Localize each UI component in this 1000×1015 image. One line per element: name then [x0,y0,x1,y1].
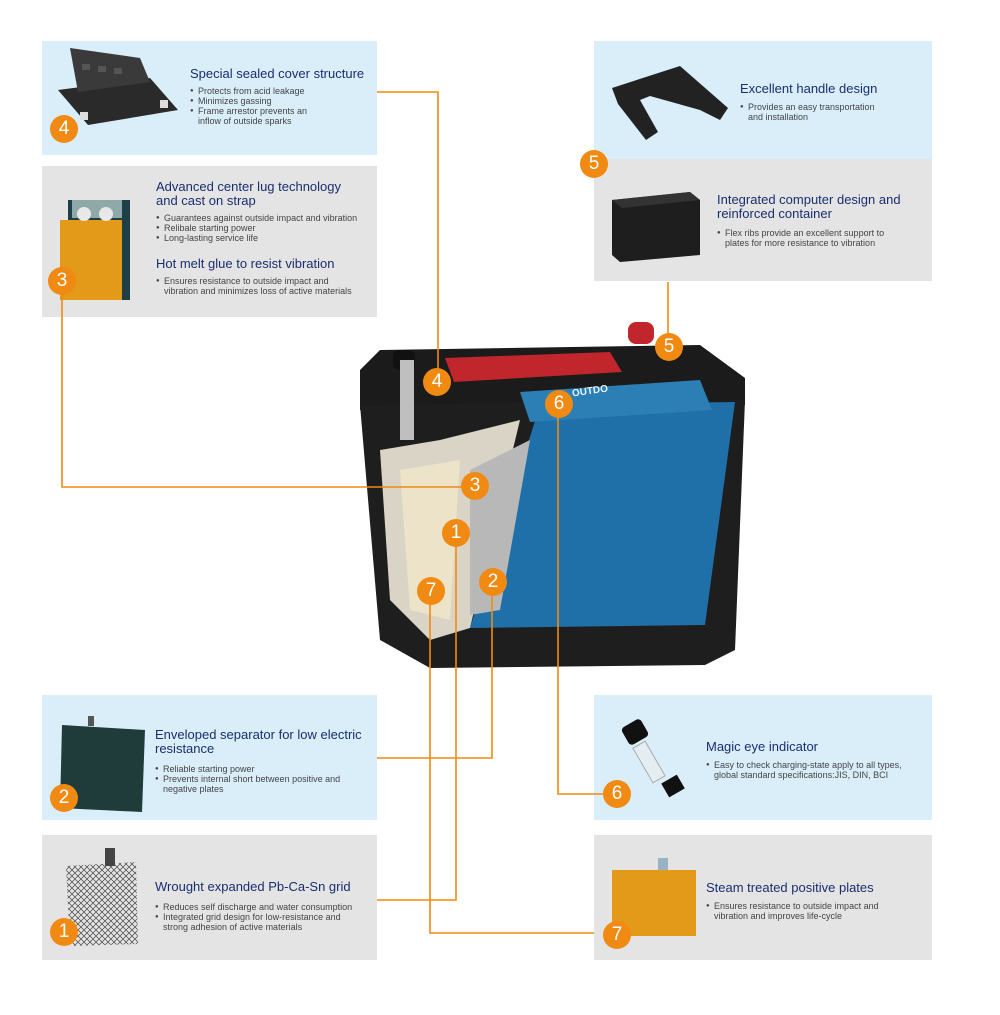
container-bullet: Flex ribs provide an excellent support t… [717,228,884,238]
grid-bullet-cont: strong adhesion of active materials [163,922,303,932]
container-title-line: reinforced container [717,206,832,221]
battery-badge-2: 2 [479,568,507,596]
badge-plates: 7 [603,921,631,949]
eye-bullet-cont: global standard specifications:JIS, DIN,… [714,770,889,780]
separator-title-line: Enveloped separator for low electric [155,727,362,742]
separator-bullet: Prevents internal short between positive… [155,774,340,784]
badge-eye: 6 [603,780,631,808]
magic-eye-image [621,719,685,798]
container-title: Integrated computer design and reinforce… [717,193,901,221]
battery-image [360,322,745,668]
separator-bullets: Reliable starting power Prevents interna… [155,764,340,794]
handle-title: Excellent handle design [740,81,878,96]
separator-title-line: resistance [155,741,215,756]
hot-melt-bullet: Ensures resistance to outside impact and [156,276,352,286]
badge-lug: 3 [48,267,76,295]
cover-bullets: Protects from acid leakage Minimizes gas… [190,86,307,126]
plates-bullet-cont: vibration and improves life-cycle [714,911,843,921]
grid-bullet: Reduces self discharge and water consump… [155,902,352,912]
cover-bullet: Frame arrestor prevents an [190,106,307,116]
container-title-line: Integrated computer design and [717,192,901,207]
badge-grid: 1 [50,918,78,946]
hot-melt-title: Hot melt glue to resist vibration [156,256,335,271]
handle-image [612,66,728,140]
separator-bullet: Reliable starting power [155,764,340,774]
grid-image [66,848,138,946]
badge-cover: 4 [50,115,78,143]
container-image [612,192,700,262]
eye-bullets: Easy to check charging-state apply to al… [706,760,902,780]
handle-bullet-cont: and installation [748,112,809,122]
separator-bullet-cont: negative plates [163,784,224,794]
hot-melt-bullets: Ensures resistance to outside impact and… [156,276,352,296]
separator-image [60,716,145,812]
badge-handle: 5 [580,150,608,178]
plates-bullets: Ensures resistance to outside impact and… [706,901,879,921]
cover-bullet-cont: inflow of outside sparks [198,116,292,126]
battery-badge-4: 4 [423,368,451,396]
battery-badge-3: 3 [461,472,489,500]
battery-badge-5: 5 [655,333,683,361]
container-bullets: Flex ribs provide an excellent support t… [717,228,884,248]
battery-badge-7: 7 [417,577,445,605]
plates-title: Steam treated positive plates [706,880,874,895]
handle-bullets: Provides an easy transportation and inst… [740,102,875,122]
lug-strap-image [60,200,130,300]
lug-bullet: Long-lasting service life [156,233,357,243]
plates-bullet: Ensures resistance to outside impact and [706,901,879,911]
cover-title: Special sealed cover structure [190,66,365,81]
cover-bullet: Minimizes gassing [190,96,307,106]
battery-badge-1: 1 [442,519,470,547]
connector-lines [61,91,669,934]
eye-title: Magic eye indicator [706,739,818,754]
lug-title-line: and cast on strap [156,193,256,208]
eye-bullet: Easy to check charging-state apply to al… [706,760,902,770]
grid-title: Wrought expanded Pb-Ca-Sn grid [155,879,351,894]
lug-bullets: Guarantees against outside impact and vi… [156,213,357,243]
grid-bullets: Reduces self discharge and water consump… [155,902,352,932]
sealed-cover-image [58,48,178,125]
separator-title: Enveloped separator for low electric res… [155,728,362,756]
cover-bullet: Protects from acid leakage [190,86,307,96]
container-bullet-cont: plates for more resistance to vibration [725,238,876,248]
grid-bullet: Integrated grid design for low-resistanc… [155,912,352,922]
lug-bullet: Relibale starting power [156,223,357,233]
handle-panel [594,41,932,159]
badge-separator: 2 [50,784,78,812]
handle-bullet: Provides an easy transportation [740,102,875,112]
lug-title-line: Advanced center lug technology [156,179,342,194]
hot-melt-bullet-cont: vibration and minimizes loss of active m… [164,286,352,296]
lug-title: Advanced center lug technology and cast … [156,180,341,208]
lug-bullet: Guarantees against outside impact and vi… [156,213,357,223]
battery-badge-6: 6 [545,390,573,418]
